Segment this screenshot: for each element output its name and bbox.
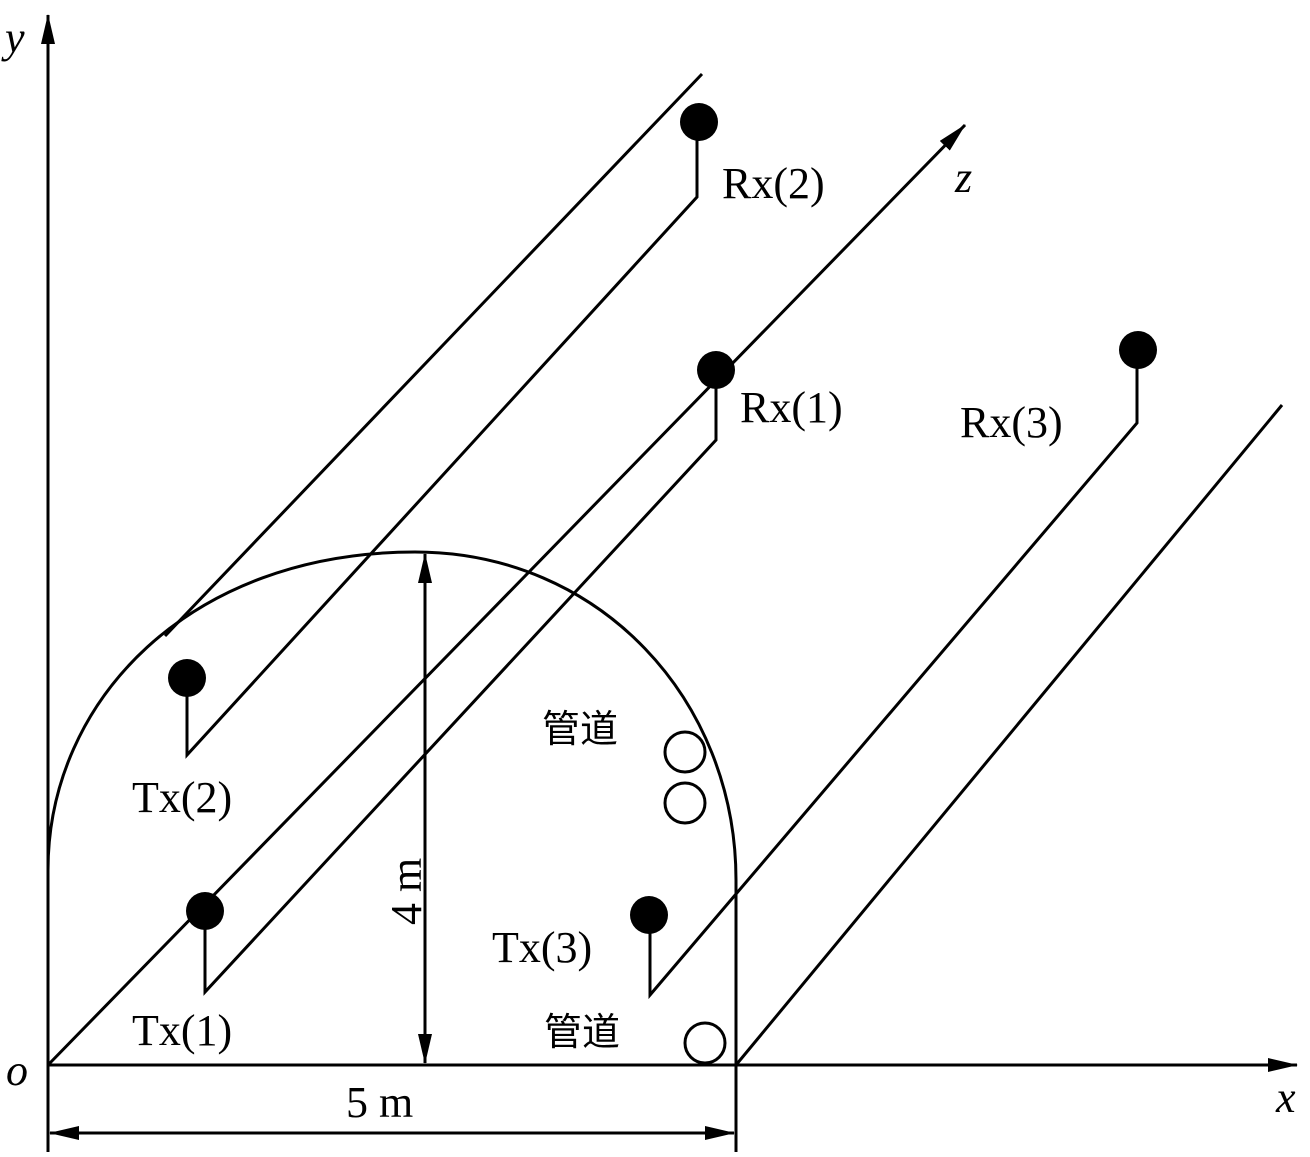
rx2-label: Rx(2) — [722, 159, 825, 208]
pipe-label-upper: 管道 — [542, 707, 618, 751]
tunnel-outline — [46, 550, 738, 1152]
x-axis-label: x — [1275, 1073, 1296, 1122]
tx1-antenna — [186, 892, 224, 930]
pipe-circle — [683, 1021, 727, 1065]
pipe-label-lower: 管道 — [544, 1010, 620, 1054]
tunnel-edge-upper — [163, 72, 704, 638]
tx1-label: Tx(1) — [132, 1006, 232, 1055]
z-axis-label: z — [954, 153, 972, 202]
pipe-circle — [663, 781, 707, 825]
rx2-antenna — [680, 103, 718, 141]
rx1-label: Rx(1) — [740, 383, 843, 432]
origin-label: o — [6, 1046, 28, 1095]
tunnel-edge-right — [734, 404, 1284, 1066]
link-tx3-rx3 — [648, 350, 1139, 1000]
tx3-label: Tx(3) — [492, 923, 592, 972]
link-tx1-rx1 — [203, 370, 718, 996]
rx1-antenna — [697, 351, 735, 389]
height-label: 4 m — [382, 858, 431, 925]
rx3-label: Rx(3) — [960, 398, 1063, 447]
tx2-antenna — [168, 659, 206, 697]
pipe-circle — [663, 730, 707, 774]
tx2-label: Tx(2) — [132, 773, 232, 822]
link-tx2-rx2 — [185, 122, 699, 759]
width-label: 5 m — [346, 1078, 413, 1127]
rx3-antenna — [1119, 331, 1157, 369]
y-axis-label: y — [1, 13, 25, 62]
tx3-antenna — [630, 896, 668, 934]
